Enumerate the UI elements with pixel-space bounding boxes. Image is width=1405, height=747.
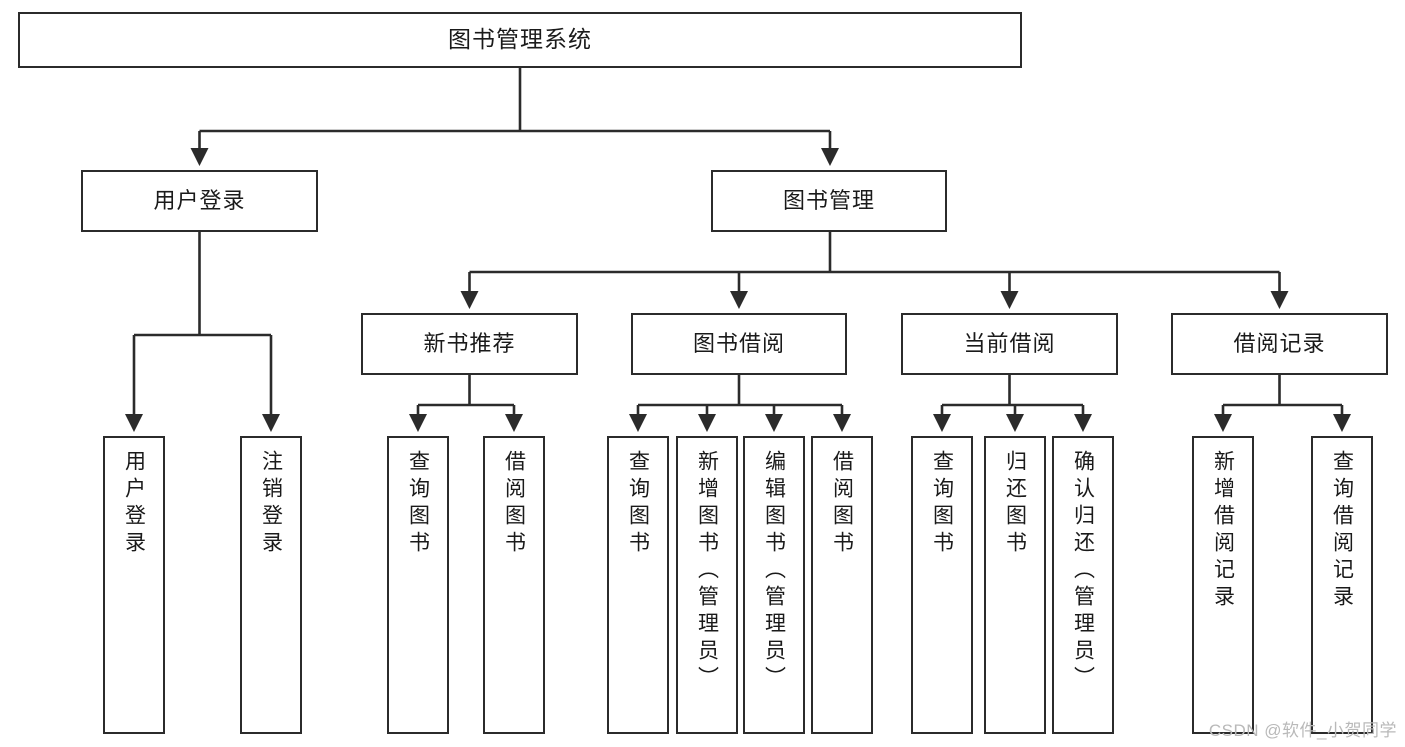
node-book-borrow[interactable]: 图书借阅 — [631, 313, 847, 375]
node-book-manage-label: 图书管理 — [782, 187, 875, 213]
node-leaf-user-login[interactable]: 用户登录 — [103, 436, 165, 734]
node-leaf-query-book-2-label: 查询图书 — [626, 450, 650, 558]
csdn-watermark: CSDN @软件_小贺同学 — [1208, 721, 1397, 740]
node-leaf-add-record-label: 新增借阅记录 — [1211, 450, 1235, 612]
node-borrow-record[interactable]: 借阅记录 — [1171, 313, 1388, 375]
node-root[interactable]: 图书管理系统 — [18, 12, 1022, 68]
node-leaf-add-book[interactable]: 新增图书（管理员） — [676, 436, 738, 734]
node-leaf-query-book-1-label: 查询图书 — [406, 450, 430, 558]
node-user-login[interactable]: 用户登录 — [81, 170, 318, 232]
node-leaf-confirm-return[interactable]: 确认归还（管理员） — [1052, 436, 1114, 734]
node-root-label: 图书管理系统 — [448, 26, 592, 53]
node-book-borrow-label: 图书借阅 — [692, 330, 785, 356]
node-leaf-return-book[interactable]: 归还图书 — [984, 436, 1046, 734]
node-borrow-record-label: 借阅记录 — [1233, 330, 1326, 356]
node-leaf-borrow-book-1[interactable]: 借阅图书 — [483, 436, 545, 734]
node-leaf-query-record[interactable]: 查询借阅记录 — [1311, 436, 1373, 734]
node-leaf-logout[interactable]: 注销登录 — [240, 436, 302, 734]
node-leaf-logout-label: 注销登录 — [259, 450, 283, 558]
node-new-book-rec-label: 新书推荐 — [423, 330, 516, 356]
node-leaf-edit-book-label: 编辑图书（管理员） — [762, 450, 786, 693]
node-leaf-edit-book[interactable]: 编辑图书（管理员） — [743, 436, 805, 734]
node-leaf-user-login-label: 用户登录 — [122, 450, 146, 558]
node-leaf-query-book-2[interactable]: 查询图书 — [607, 436, 669, 734]
node-book-manage[interactable]: 图书管理 — [711, 170, 947, 232]
node-new-book-rec[interactable]: 新书推荐 — [361, 313, 578, 375]
node-current-borrow-label: 当前借阅 — [963, 330, 1056, 356]
node-user-login-label: 用户登录 — [153, 187, 246, 213]
node-leaf-query-book-3-label: 查询图书 — [930, 450, 954, 558]
node-leaf-return-book-label: 归还图书 — [1003, 450, 1027, 558]
node-leaf-borrow-book-2[interactable]: 借阅图书 — [811, 436, 873, 734]
node-leaf-borrow-book-2-label: 借阅图书 — [830, 450, 854, 558]
node-leaf-query-record-label: 查询借阅记录 — [1330, 450, 1354, 612]
node-leaf-confirm-return-label: 确认归还（管理员） — [1071, 450, 1095, 693]
node-leaf-add-book-label: 新增图书（管理员） — [695, 450, 719, 693]
node-current-borrow[interactable]: 当前借阅 — [901, 313, 1118, 375]
node-leaf-add-record[interactable]: 新增借阅记录 — [1192, 436, 1254, 734]
node-leaf-query-book-3[interactable]: 查询图书 — [911, 436, 973, 734]
node-leaf-borrow-book-1-label: 借阅图书 — [502, 450, 526, 558]
node-leaf-query-book-1[interactable]: 查询图书 — [387, 436, 449, 734]
